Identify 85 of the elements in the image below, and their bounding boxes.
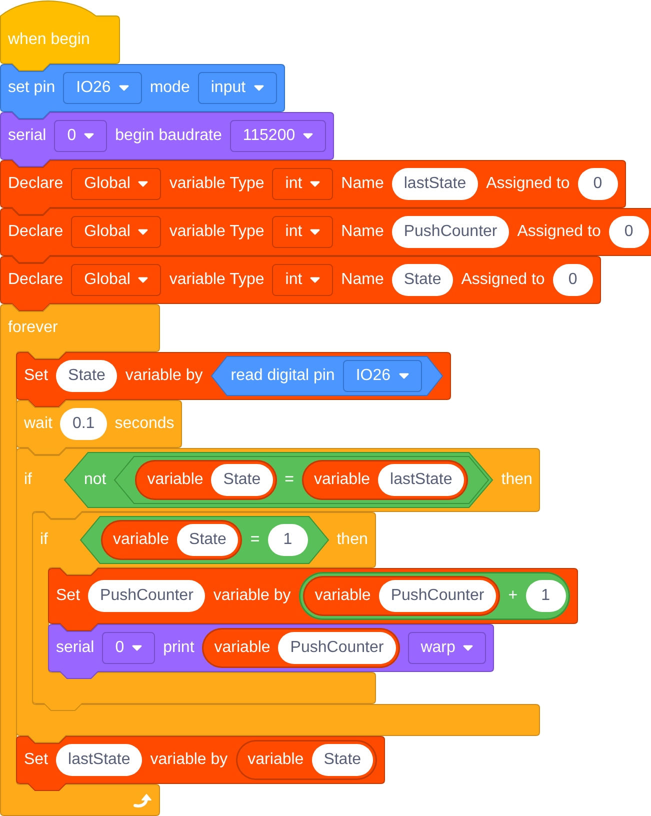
text-input: State	[56, 360, 118, 392]
boolean-reporter	[64, 452, 494, 508]
dropdown-menu: IO26	[342, 360, 422, 392]
dropdown-menu: int	[272, 264, 334, 296]
hat-block	[0, 0, 120, 71]
block-label: when begin	[8, 31, 90, 49]
text-input: PushCounter	[278, 632, 396, 664]
text-input: lastState	[378, 464, 464, 496]
block-label: seconds	[114, 415, 174, 433]
block-label: then	[336, 531, 368, 549]
block-label: Assigned to	[486, 175, 570, 193]
text-input: State	[211, 464, 273, 496]
text-input: PushCounter	[88, 580, 206, 612]
dropdown-menu: warp	[408, 632, 486, 664]
block-label: set pin	[8, 79, 56, 97]
command-block	[0, 256, 601, 311]
block-label: Assigned to	[517, 223, 601, 241]
text-input: PushCounter	[392, 216, 510, 248]
text-input: lastState	[392, 168, 478, 200]
text-input: State	[312, 744, 374, 776]
block-label: Name	[341, 175, 384, 193]
block-label: begin baudrate	[115, 127, 222, 145]
block-label: Set	[24, 751, 48, 769]
command-block	[16, 352, 451, 407]
block-label: Set	[56, 587, 80, 605]
command-block	[48, 624, 494, 679]
block-label: Declare	[8, 271, 64, 289]
variable-reporter	[302, 576, 500, 616]
block-label: variable	[113, 531, 170, 549]
block-label: variable by	[125, 367, 203, 385]
block-label: variable Type	[169, 271, 264, 289]
dropdown-menu: 115200	[230, 120, 326, 152]
dropdown-menu: 0	[54, 120, 108, 152]
block-label: print	[163, 639, 194, 657]
block-label: Assigned to	[461, 271, 545, 289]
dropdown-menu: IO26	[63, 72, 142, 104]
dropdown-menu: Global	[71, 168, 162, 200]
dropdown-menu: 0	[102, 632, 156, 664]
block-label: =	[284, 471, 294, 489]
block-label: +	[508, 587, 518, 605]
block-label: if	[40, 531, 48, 549]
boolean-reporter	[80, 516, 329, 564]
variable-reporter	[135, 460, 277, 500]
boolean-reporter	[114, 456, 490, 504]
operator-reporter	[298, 572, 570, 620]
dropdown-menu: input	[198, 72, 277, 104]
command-block	[48, 568, 578, 631]
block-label: =	[250, 531, 260, 549]
block-label: variable	[248, 751, 304, 769]
variable-reporter	[236, 740, 378, 780]
block-label: Name	[341, 271, 384, 289]
block-label: if	[24, 471, 32, 489]
block-label: serial	[56, 639, 94, 657]
text-input: lastState	[56, 744, 142, 776]
text-input: 1	[526, 580, 566, 612]
block-label: read digital pin	[230, 367, 335, 385]
variable-reporter	[202, 628, 400, 668]
variable-reporter	[101, 520, 242, 560]
dropdown-menu: Global	[71, 216, 162, 248]
block-label: variable Type	[169, 223, 264, 241]
block-label: then	[501, 471, 532, 489]
block-label: variable	[314, 587, 371, 605]
block-label: forever	[8, 319, 58, 337]
text-input: State	[177, 524, 238, 556]
block-label: Set	[24, 367, 48, 385]
text-input: PushCounter	[378, 580, 496, 612]
dropdown-menu: int	[272, 216, 334, 248]
dropdown-menu: Global	[71, 264, 162, 296]
block-label: variable Type	[169, 175, 264, 193]
block-label: variable	[314, 471, 370, 489]
block-label: Name	[341, 223, 384, 241]
block-label: Declare	[8, 223, 64, 241]
block-label: variable	[147, 471, 204, 489]
variable-reporter	[302, 460, 468, 500]
block-label: Declare	[8, 175, 64, 193]
block-label: wait	[24, 415, 52, 433]
boolean-reporter	[210, 356, 443, 396]
block-label: variable by	[213, 587, 291, 605]
command-block	[16, 736, 386, 791]
block-label: serial	[8, 127, 46, 145]
dropdown-menu: int	[272, 168, 334, 200]
block-label: not	[84, 471, 106, 489]
block-label: variable by	[150, 751, 228, 769]
block-label: mode	[150, 79, 190, 97]
block-label: variable	[214, 639, 270, 657]
